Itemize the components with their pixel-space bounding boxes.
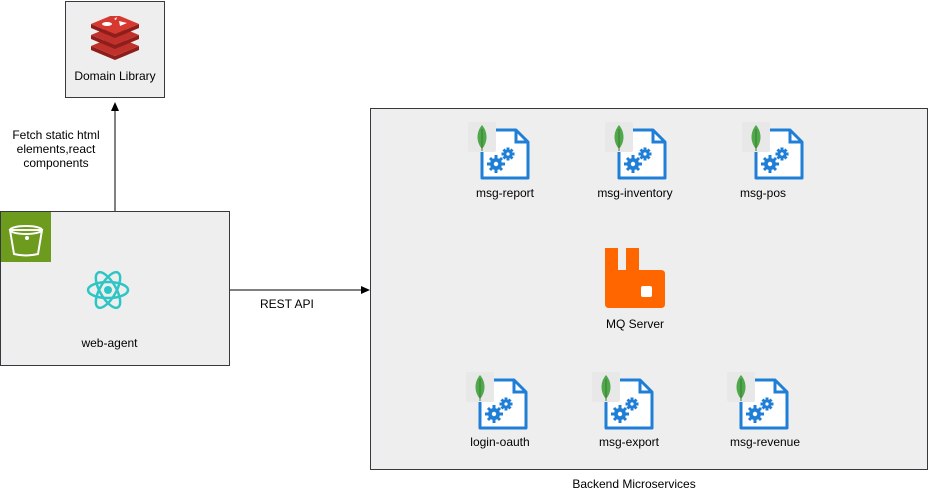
fetch-edge-label-line: components [23,156,89,170]
service-node-msg-revenue[interactable] [725,370,791,430]
service-label-msg-export: msg-export [598,435,660,449]
service-label-msg-report: msg-report [475,186,534,200]
service-node-msg-export[interactable] [590,370,656,430]
service-label-msg-pos: msg-pos [739,186,786,200]
service-label-msg-revenue: msg-revenue [729,435,801,449]
service-node-login-oauth[interactable] [464,370,530,430]
backend-label: Backend Microservices [572,477,696,491]
domain-library-label: Domain Library [74,69,156,83]
mq-server-label: MQ Server [605,317,664,331]
service-node-msg-inventory[interactable] [603,120,669,180]
mongodb-service-icon [727,372,789,430]
web-agent-label: web-agent [81,336,138,350]
mongodb-service-icon [592,372,654,430]
fetch-edge-label-line: Fetch static html [12,128,100,142]
rabbitmq-icon [605,248,665,308]
mongodb-service-icon [605,122,667,180]
react-icon [86,270,130,310]
s3-bucket-icon [1,212,51,262]
service-label-msg-inventory: msg-inventory [597,186,673,200]
web-agent-node[interactable]: web-agent [0,211,230,366]
mongodb-service-icon [468,122,530,180]
service-node-msg-report[interactable] [466,120,532,180]
redis-icon [91,16,139,60]
fetch-edge-label-line: elements,react [16,142,96,156]
fetch-edge-label: Fetch static html elements,react compone… [0,128,112,170]
mongodb-service-icon [466,372,528,430]
mongodb-service-icon [742,122,804,180]
service-node-msg-pos[interactable] [740,120,806,180]
rest-api-label: REST API [260,297,314,311]
domain-library-node[interactable]: Domain Library [65,1,165,98]
service-label-login-oauth: login-oauth [470,435,530,449]
